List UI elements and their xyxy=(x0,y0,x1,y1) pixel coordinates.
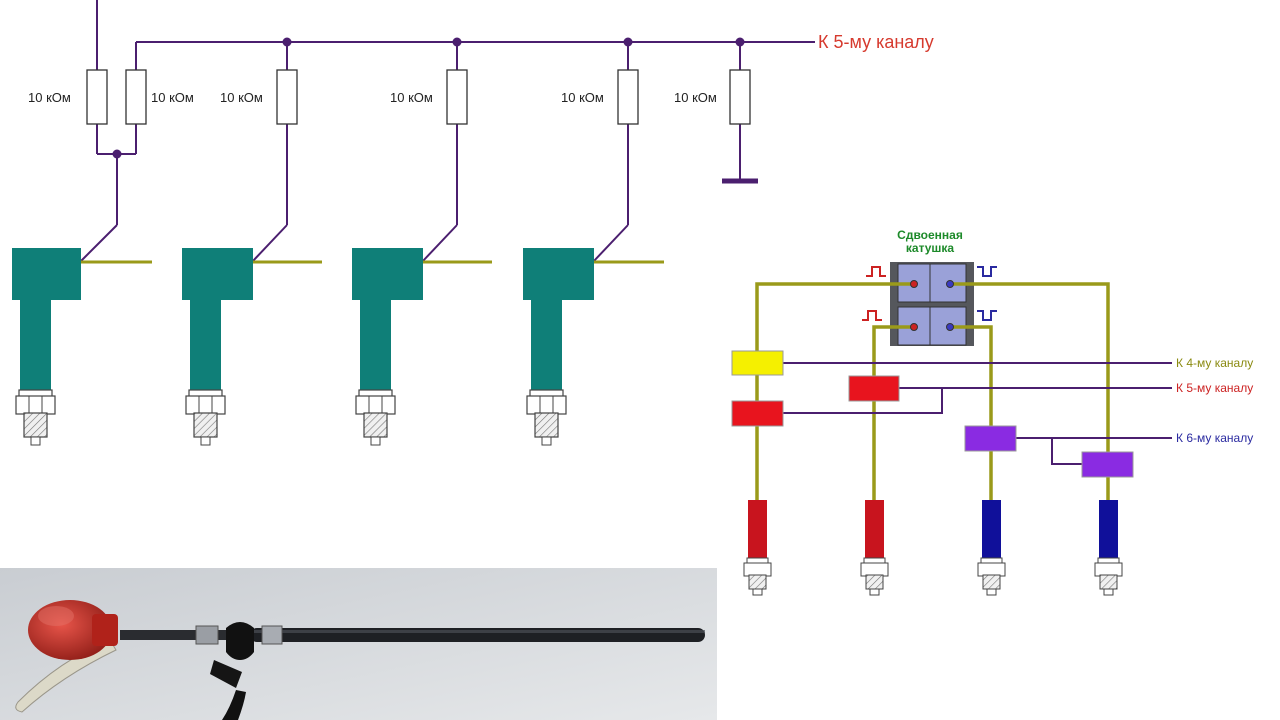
channel-4-label: К 4-му каналу xyxy=(1176,356,1253,370)
resistor-label: 10 кОм xyxy=(28,90,71,105)
spark-plug-red xyxy=(743,500,772,596)
spark-plug-red xyxy=(860,500,889,596)
resistor xyxy=(617,69,639,125)
resistor-label: 10 кОм xyxy=(561,90,604,105)
spark-plug-blue xyxy=(1094,500,1123,596)
ignition-coil-3 xyxy=(352,248,492,446)
junction-dots xyxy=(112,37,745,159)
ignition-coil-4 xyxy=(523,248,664,446)
sensor-probe-photo xyxy=(0,568,717,720)
pulse-icon-blue xyxy=(977,266,997,277)
channel-5-label: К 5-му каналу xyxy=(1176,381,1253,395)
double-coil-schematic: Сдвоенная катушка xyxy=(731,228,1253,596)
sensor-clamp-yellow xyxy=(731,350,784,376)
resistor xyxy=(125,69,147,125)
sensor-clamp-purple xyxy=(1081,451,1134,478)
ignition-coils xyxy=(12,248,664,446)
resistor-label: 10 кОм xyxy=(390,90,433,105)
resistor xyxy=(276,69,298,125)
ignition-coil-1 xyxy=(12,248,152,446)
sensor-clamp-purple xyxy=(964,425,1017,452)
resistor xyxy=(446,69,468,125)
channel-6-label: К 6-му каналу xyxy=(1176,431,1253,445)
top-resistors xyxy=(86,69,751,125)
sensor-clamp-red xyxy=(848,375,900,402)
top-resistor-schematic xyxy=(79,0,815,263)
coil-title-line2: катушка xyxy=(906,241,955,255)
probe-clip xyxy=(226,622,254,660)
resistor-label: 10 кОм xyxy=(220,90,263,105)
coil-title-line1: Сдвоенная xyxy=(897,228,963,242)
spark-plug-blue xyxy=(977,500,1006,596)
sensor-clamp-red xyxy=(731,400,784,427)
pulse-icon-blue xyxy=(977,310,997,321)
resistor xyxy=(729,69,751,125)
ignition-coil-2 xyxy=(182,248,322,446)
top-channel-label: К 5-му каналу xyxy=(818,32,934,52)
resistor-label: 10 кОм xyxy=(151,90,194,105)
resistor xyxy=(86,69,108,125)
pulse-icon-red xyxy=(862,310,882,321)
channel-wires xyxy=(782,362,1172,465)
pulse-icon-red xyxy=(866,266,886,277)
resistor-label: 10 кОм xyxy=(674,90,717,105)
